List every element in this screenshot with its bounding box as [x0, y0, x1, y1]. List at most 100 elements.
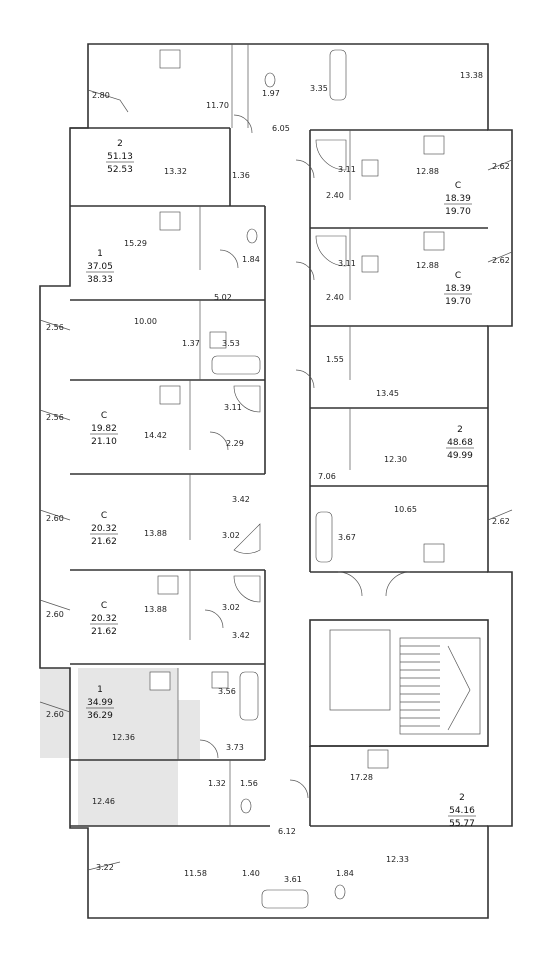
- apartment-u8: С 18.39 19.70: [444, 271, 472, 307]
- door-swings: [199, 114, 411, 799]
- room-area: 1.97: [262, 89, 280, 98]
- unit-total-area: 21.62: [91, 627, 117, 637]
- room-area: 15.29: [124, 239, 147, 248]
- toilet-icon: [264, 72, 276, 88]
- room-area: 1.32: [208, 779, 226, 788]
- apartment-u2: 1 37.05 38.33: [86, 249, 114, 285]
- toilet-icon: [240, 798, 252, 814]
- room-area: 2.62: [492, 256, 510, 265]
- apartment-u4: С 20.32 21.62: [90, 511, 118, 547]
- room-area: 2.62: [492, 162, 510, 171]
- unit-living-area: 34.99: [87, 698, 113, 708]
- unit-living-area: 20.32: [91, 524, 117, 534]
- room-area: 3.61: [284, 875, 302, 884]
- unit-rooms: 2: [117, 139, 123, 149]
- shower-icon: [233, 575, 261, 603]
- unit-rooms: 1: [97, 685, 103, 695]
- room-area: 10.65: [394, 505, 417, 514]
- room-area: 3.35: [310, 84, 328, 93]
- shower-icon: [233, 523, 261, 554]
- room-area: 1.36: [232, 171, 250, 180]
- sink-icon: [361, 255, 379, 273]
- shower-icon: [315, 235, 347, 267]
- unit-rooms: 1: [97, 249, 103, 259]
- unit-living-area: 51.13: [107, 152, 133, 162]
- stove-icon: [157, 575, 179, 595]
- room-area: 1.40: [242, 869, 260, 878]
- room-area: 3.22: [96, 863, 114, 872]
- unit-rooms: С: [455, 181, 461, 191]
- bathtub-icon: [315, 511, 333, 563]
- room-area: 6.12: [278, 827, 296, 836]
- unit-living-area: 37.05: [87, 262, 113, 272]
- room-area: 13.88: [144, 529, 167, 538]
- unit-rooms: С: [101, 411, 107, 421]
- room-area: 11.58: [184, 869, 207, 878]
- shower-icon: [315, 139, 347, 171]
- room-area: 7.06: [318, 472, 336, 481]
- unit-living-area: 18.39: [445, 194, 471, 204]
- balconies: [39, 89, 513, 871]
- unit-total-area: 19.70: [445, 207, 471, 217]
- room-area: 12.30: [384, 455, 407, 464]
- room-area: 12.88: [416, 261, 439, 270]
- room-area: 2.29: [226, 439, 244, 448]
- toilet-icon: [334, 884, 346, 900]
- stove-icon: [159, 385, 181, 405]
- room-area: 3.53: [222, 339, 240, 348]
- room-area: 12.36: [112, 733, 135, 742]
- room-area: 3.11: [338, 165, 356, 174]
- room-area: 3.11: [224, 403, 242, 412]
- right-partitions: [309, 129, 488, 827]
- room-area: 13.45: [376, 389, 399, 398]
- room-area: 13.38: [460, 71, 483, 80]
- left-partitions: [70, 44, 270, 827]
- room-area: 1.84: [242, 255, 260, 264]
- apartment-u5: С 20.32 21.62: [90, 601, 118, 637]
- unit-living-area: 54.16: [449, 806, 475, 816]
- room-area: 2.62: [492, 517, 510, 526]
- room-area: 12.46: [92, 797, 115, 806]
- room-area: 2.40: [326, 293, 344, 302]
- apartment-u3: С 19.82 21.10: [90, 411, 118, 447]
- unit-rooms: С: [455, 271, 461, 281]
- apartment-u7: С 18.39 19.70: [444, 181, 472, 217]
- room-area: 2.60: [46, 610, 64, 619]
- room-area: 3.42: [232, 495, 250, 504]
- stove-icon: [149, 671, 171, 691]
- unit-total-area: 49.99: [447, 451, 473, 461]
- room-area: 1.56: [240, 779, 258, 788]
- staircase-icon: [399, 637, 481, 735]
- stove-icon: [159, 211, 181, 231]
- unit-rooms: 2: [459, 793, 465, 803]
- unit-total-area: 21.10: [91, 437, 117, 447]
- outer-walls: [39, 43, 513, 919]
- room-area: 3.67: [338, 533, 356, 542]
- apartment-u1: 2 51.13 52.53: [106, 139, 134, 175]
- highlighted-apartment: [40, 668, 200, 826]
- bathtub-icon: [261, 889, 309, 909]
- room-area-labels: 13.38 2.80 11.70 1.97 3.35 6.05 13.32 1.…: [46, 71, 510, 884]
- sink-icon: [211, 671, 229, 689]
- room-area: 2.60: [46, 514, 64, 523]
- room-area: 13.32: [164, 167, 187, 176]
- stove-icon: [423, 231, 445, 251]
- room-area: 14.42: [144, 431, 167, 440]
- room-area: 3.42: [232, 631, 250, 640]
- unit-total-area: 52.53: [107, 165, 133, 175]
- unit-rooms: С: [101, 601, 107, 611]
- bathtub-icon: [329, 49, 347, 101]
- room-area: 3.02: [222, 603, 240, 612]
- fixtures: [149, 49, 445, 909]
- room-area: 1.55: [326, 355, 344, 364]
- stove-icon: [423, 543, 445, 563]
- apartment-labels: 2 51.13 52.53 1 37.05 38.33 С 19.82 21.1…: [86, 139, 476, 829]
- room-area: 1.37: [182, 339, 200, 348]
- room-area: 5.02: [214, 293, 232, 302]
- room-area: 6.05: [272, 124, 290, 133]
- core: [309, 619, 489, 747]
- room-area: 2.56: [46, 413, 64, 422]
- stove-icon: [423, 135, 445, 155]
- unit-living-area: 18.39: [445, 284, 471, 294]
